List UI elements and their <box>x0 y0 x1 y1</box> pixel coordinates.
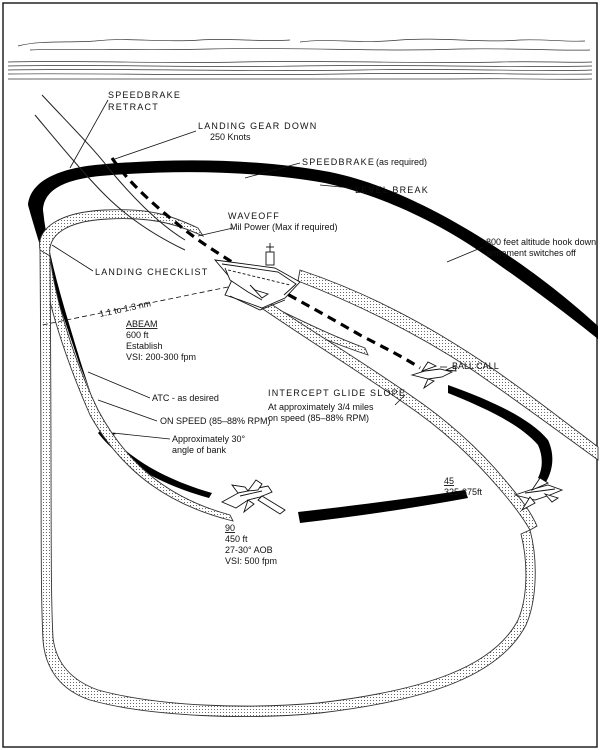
speedbrake-retract-label-2: RETRACT <box>108 102 159 112</box>
bank-angle-label-2: angle of bank <box>172 445 227 455</box>
gear-speed-label: 250 Knots <box>210 132 251 142</box>
position-90-vsi: VSI: 500 fpm <box>225 556 277 566</box>
intercept-detail-label-1: At approximately 3/4 miles <box>268 402 374 412</box>
level-break-label: LEVEL BREAK <box>355 185 429 195</box>
distance-label: 1.1 to 1.3 nm <box>98 298 151 319</box>
break-pattern-track <box>28 160 598 523</box>
aircraft-carrier <box>213 243 301 311</box>
waveoff-note-label: Mil Power (Max if required) <box>230 222 338 232</box>
position-45-title: 45 <box>444 476 454 486</box>
leader-lines <box>41 99 484 440</box>
speedbrake-retract-label-1: SPEEDBRAKE <box>108 90 181 100</box>
entry-paths <box>34 94 186 251</box>
jet-aircraft-ball-call <box>410 361 457 390</box>
position-90-title: 90 <box>225 523 235 533</box>
abeam-altitude-label: 600 ft <box>126 330 149 340</box>
sky-clouds <box>7 38 593 80</box>
abeam-title-label: ABEAM <box>126 319 158 329</box>
hook-down-label: 800 feet altitude hook down <box>486 237 596 247</box>
position-90-aob: 27-30° AOB <box>225 545 273 555</box>
jet-aircraft-90 <box>220 479 286 515</box>
bank-angle-label-1: Approximately 30° <box>172 434 246 444</box>
speedbrake-note-label: (as required) <box>376 157 427 167</box>
ball-call-label: BALL CALL <box>452 361 499 371</box>
intercept-glide-slope-label: INTERCEPT GLIDE SLOPE <box>268 388 406 398</box>
intercept-detail-label-2: on speed (85–88% RPM) <box>268 413 369 423</box>
armament-label: armament switches off <box>486 248 576 258</box>
landing-gear-down-label: LANDING GEAR DOWN <box>198 121 317 131</box>
on-speed-label: ON SPEED (85–88% RPM) <box>160 416 271 426</box>
speedbrake-label: SPEEDBRAKE <box>302 157 375 167</box>
landing-checklist-label: LANDING CHECKLIST <box>95 267 208 277</box>
abeam-vsi-label: VSI: 200-300 fpm <box>126 352 196 362</box>
abeam-establish-label: Establish <box>126 341 163 351</box>
jet-aircraft-45 <box>513 477 564 512</box>
position-90-altitude: 450 ft <box>225 534 248 544</box>
annotation-labels: SPEEDBRAKE RETRACT LANDING GEAR DOWN 250… <box>95 90 596 566</box>
final-approach-track <box>39 209 599 717</box>
position-45-altitude: 325-375ft <box>444 487 483 497</box>
waveoff-label: WAVEOFF <box>228 211 280 221</box>
atc-label: ATC - as desired <box>152 393 219 403</box>
